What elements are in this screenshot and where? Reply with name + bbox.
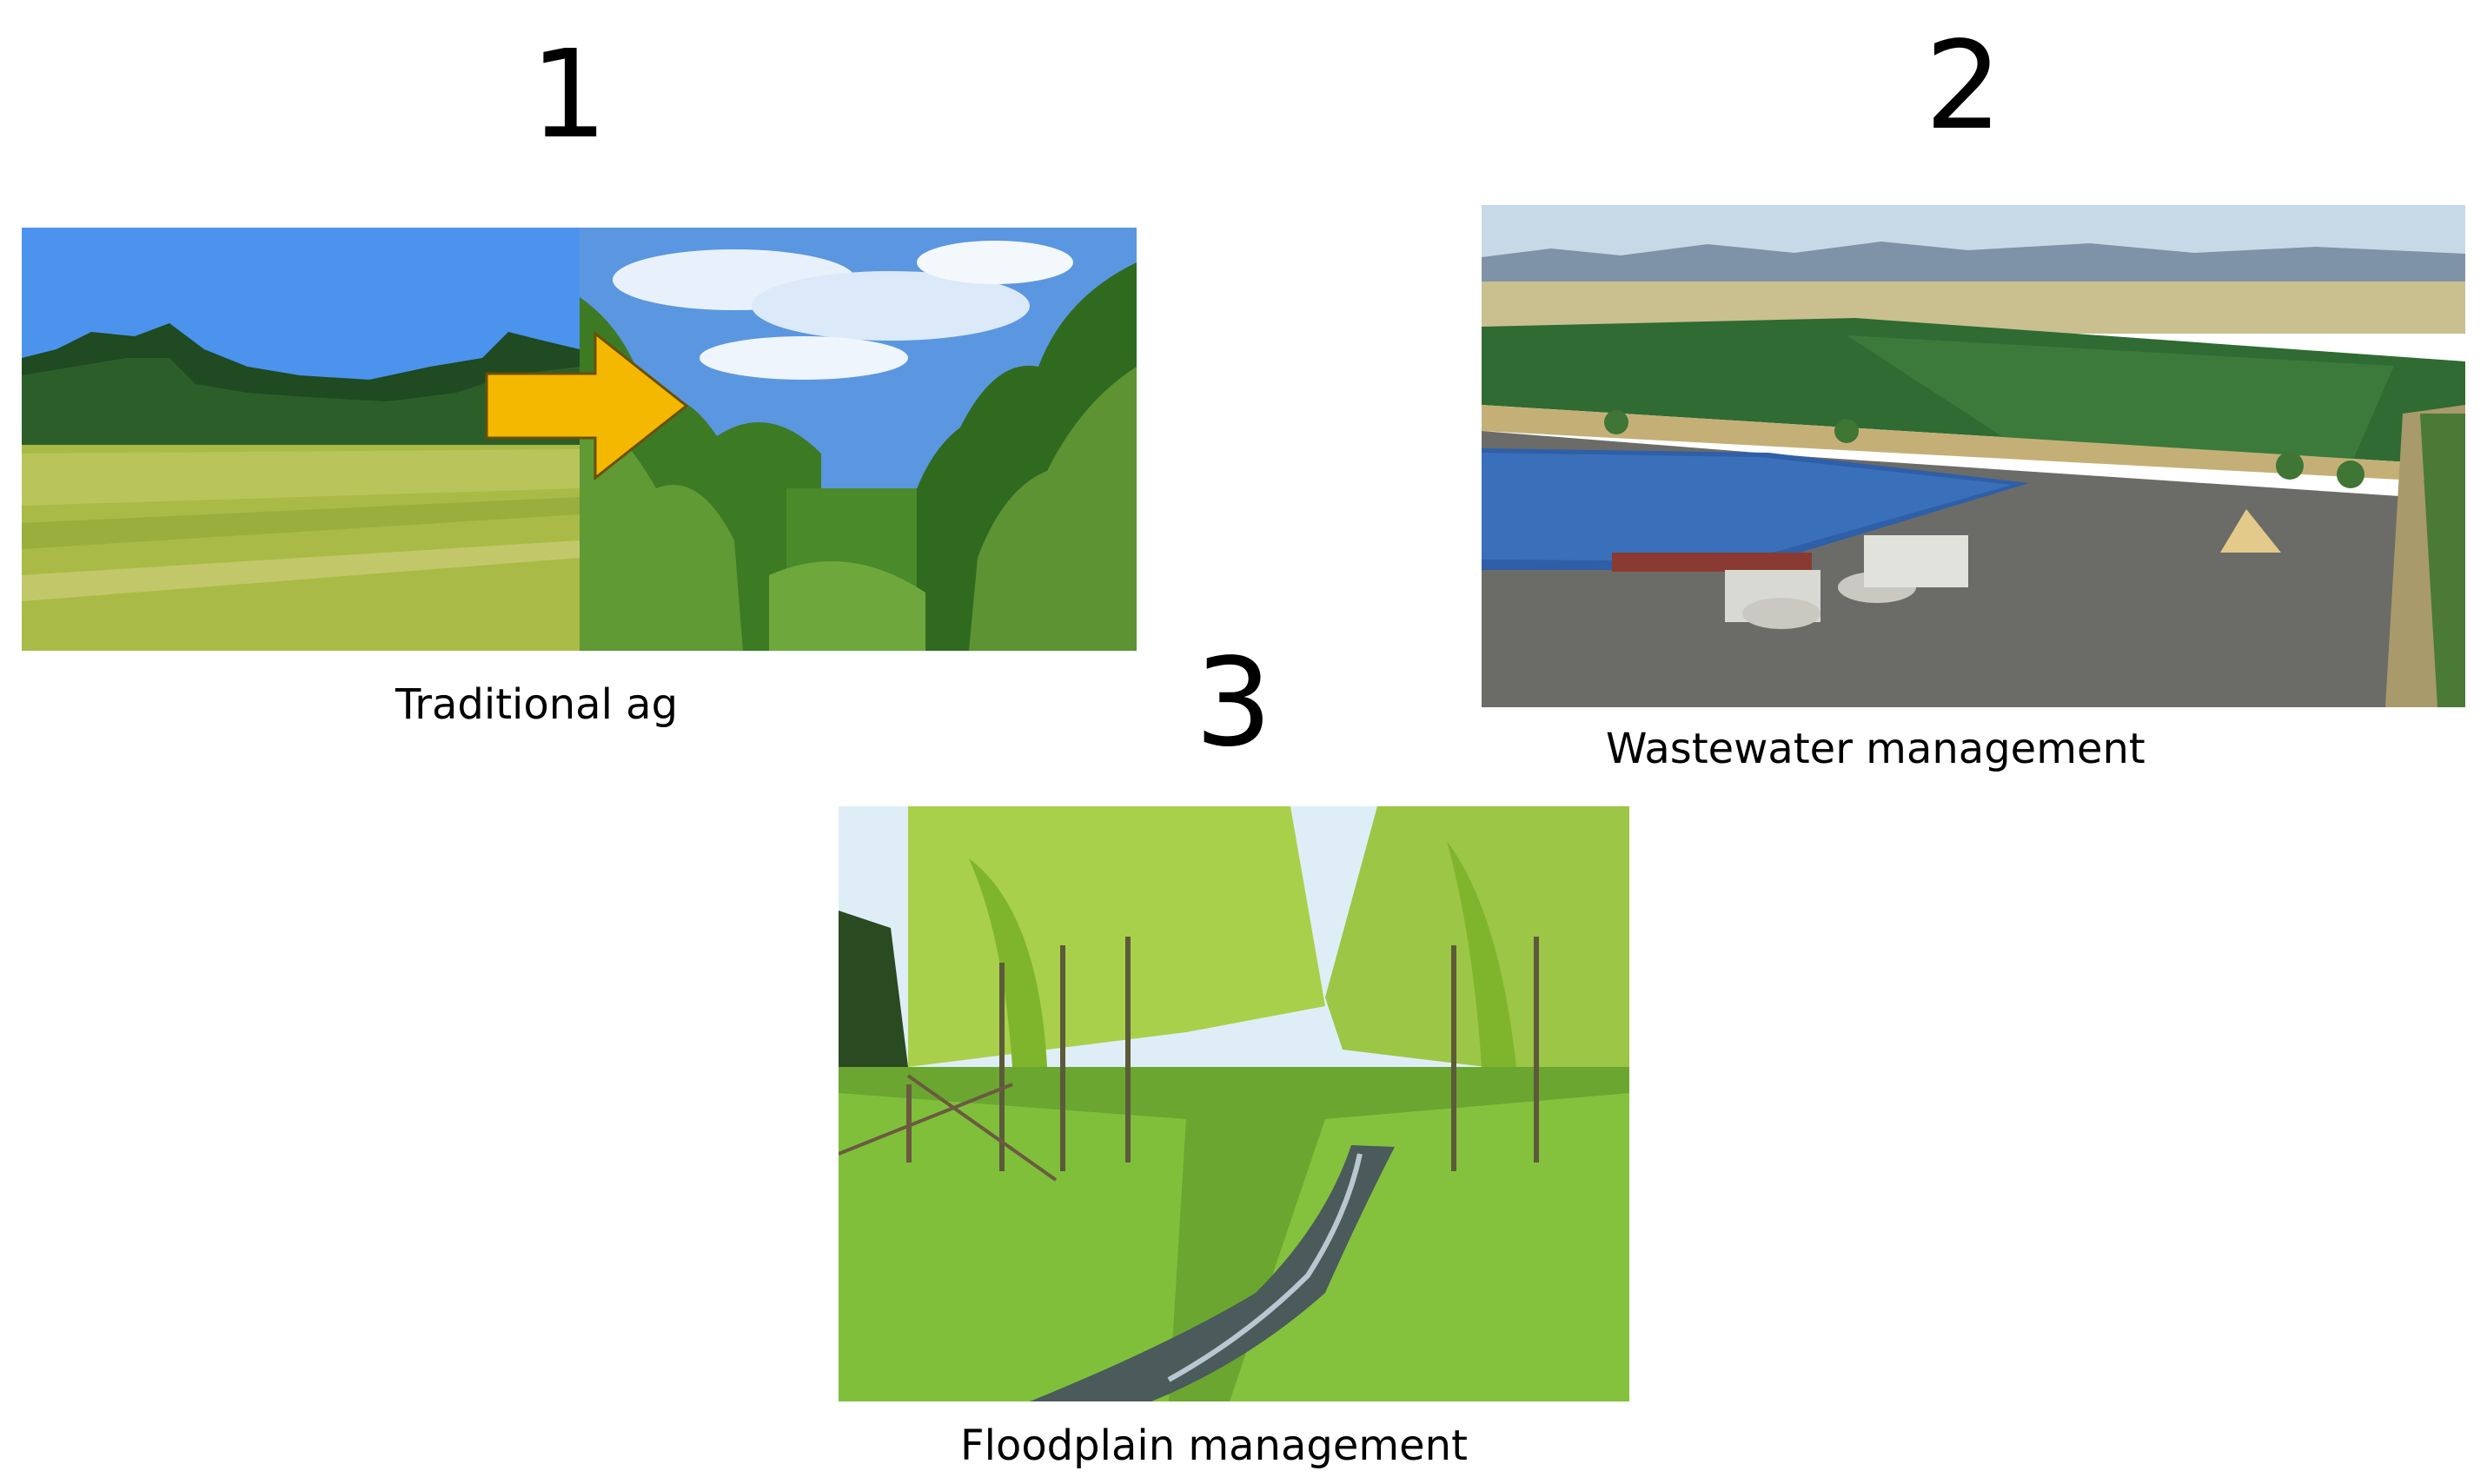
panel-number-2: 2 (1925, 16, 2003, 157)
wastewater-management-photo (1482, 205, 2465, 707)
traditional-ag-photo (22, 228, 1137, 651)
floodplain-management-photo (839, 806, 1629, 1401)
traditional-ag-image (22, 228, 1137, 651)
transition-arrow-icon (485, 330, 689, 481)
floodplain-management-image (839, 806, 1629, 1401)
caption-traditional-ag: Traditional ag (395, 680, 679, 729)
caption-floodplain-management: Floodplain management (960, 1421, 1468, 1470)
caption-wastewater-management: Wastewater management (1606, 725, 2145, 773)
wastewater-management-image (1482, 205, 2465, 707)
panel-number-3: 3 (1195, 633, 1273, 774)
panel-number-1: 1 (530, 24, 608, 166)
